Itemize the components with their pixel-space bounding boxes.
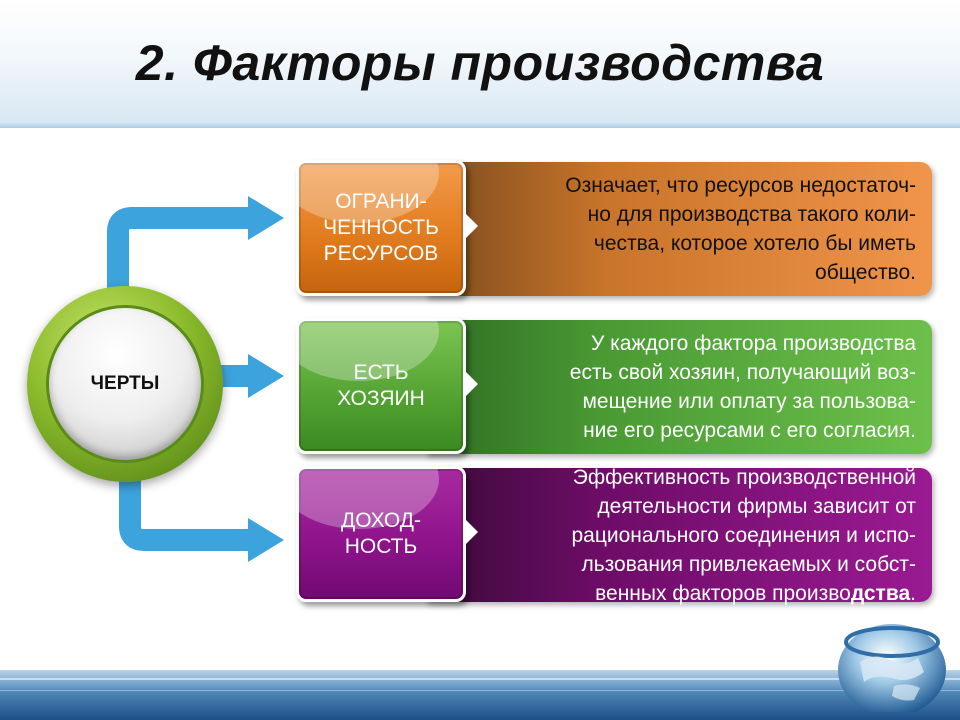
label-text: ДОХОД- НОСТЬ (340, 509, 421, 558)
arrow-right-icon (248, 196, 284, 240)
header-band (0, 0, 960, 128)
description-text-end: . (910, 581, 916, 605)
description-text-main: Эффективность производственной деятельно… (571, 465, 916, 605)
row-limited-resources: Означает, что ресурсов недостаточ- но дл… (296, 160, 932, 298)
description-text: У каждого фактора производства есть свой… (569, 332, 916, 442)
description-text-bold: дства (850, 581, 911, 605)
notch-icon (466, 520, 478, 544)
connector-bottom (119, 440, 250, 551)
label-box: ЕСТЬ ХОЗЯИН (296, 318, 466, 454)
footer-band (0, 670, 960, 720)
label-text: ОГРАНИ- ЧЕННОСТЬ РЕСУРСОВ (323, 190, 439, 265)
connector-top (107, 207, 250, 330)
row-has-owner: У каждого фактора производства есть свой… (296, 318, 932, 456)
slide-title: 2. Факторы производства (135, 35, 825, 91)
description-panel: Эффективность производственной деятельно… (426, 465, 932, 605)
traits-label: ЧЕРТЫ (90, 373, 160, 394)
arrow-right-icon (248, 518, 284, 562)
row-profitability: Эффективность производственной деятельно… (296, 465, 932, 605)
description-panel: У каждого фактора производства есть свой… (426, 320, 932, 454)
description-text: Означает, что ресурсов недостаточ- но дл… (565, 174, 916, 284)
label-box: ДОХОД- НОСТЬ (296, 466, 466, 602)
label-text: ЕСТЬ ХОЗЯИН (337, 361, 425, 410)
traits-circle-center: ЧЕРТЫ (49, 308, 201, 460)
description-text: Эффективность производственной деятельно… (446, 465, 916, 605)
description-panel: Означает, что ресурсов недостаточ- но дл… (426, 162, 932, 296)
notch-icon (466, 372, 478, 396)
traits-circle: ЧЕРТЫ (27, 286, 223, 482)
notch-icon (466, 214, 478, 238)
label-box: ОГРАНИ- ЧЕННОСТЬ РЕСУРСОВ (296, 160, 466, 296)
arrow-right-icon (248, 354, 284, 398)
globe-icon (838, 624, 946, 712)
